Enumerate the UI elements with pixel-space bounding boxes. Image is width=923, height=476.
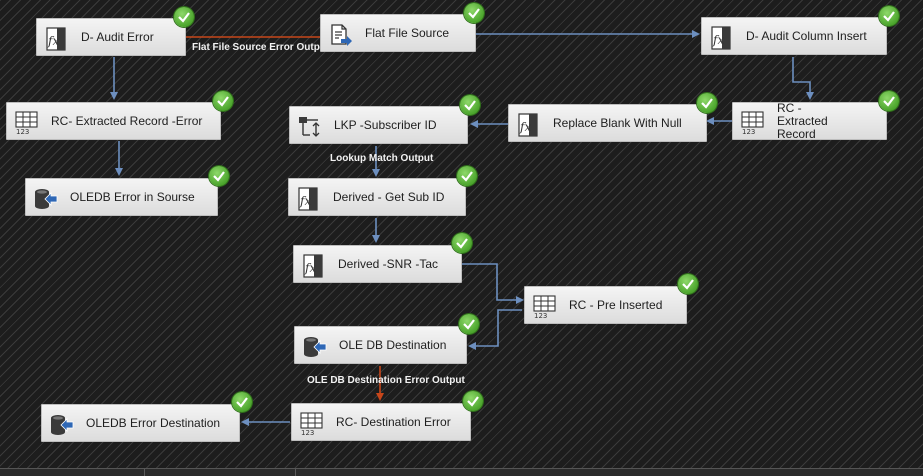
component-ole-db-destination[interactable]: OLE DB Destination (294, 326, 467, 364)
svg-text:fx: fx (304, 261, 316, 275)
derived-column-icon: fx (45, 27, 67, 51)
path-snr-to-rc-pre[interactable] (462, 263, 524, 304)
success-check-icon (174, 7, 194, 27)
tab-segment[interactable] (0, 469, 145, 476)
derived-column-icon: fx (710, 26, 732, 50)
success-check-icon (209, 166, 229, 186)
success-check-icon (879, 6, 899, 26)
success-check-icon (457, 166, 477, 186)
path-audit-insert-to-rc[interactable] (792, 57, 814, 100)
component-label: OLE DB Destination (339, 337, 447, 352)
component-label: Replace Blank With Null (553, 115, 682, 130)
component-label: OLEDB Error in Sourse (70, 189, 195, 204)
ole-db-error-output-label[interactable]: OLE DB Destination Error Output (307, 375, 465, 386)
component-label: LKP -Subscriber ID (334, 117, 437, 132)
database-destination-icon (303, 335, 327, 357)
component-label: RC - Extracted Record (777, 100, 828, 141)
component-label: Flat File Source (365, 25, 450, 40)
success-check-icon (697, 93, 717, 113)
svg-text:fx: fx (299, 194, 311, 208)
success-check-icon (459, 314, 479, 334)
database-destination-icon (50, 413, 74, 435)
component-derived-snr-tac[interactable]: fx Derived -SNR -Tac (293, 245, 462, 283)
svg-text:fx: fx (519, 120, 531, 134)
svg-text:123: 123 (534, 312, 547, 319)
derived-column-icon: fx (517, 113, 539, 137)
success-check-icon (464, 3, 484, 23)
row-count-icon: 123 (15, 111, 38, 136)
component-oledb-error-in-sourse[interactable]: OLEDB Error in Sourse (25, 178, 218, 216)
success-check-icon (879, 91, 899, 111)
component-lkp-subscriber-id[interactable]: LKP -Subscriber ID (289, 106, 468, 144)
svg-text:fx: fx (712, 33, 724, 47)
component-label: RC- Extracted Record -Error (51, 113, 203, 128)
svg-text:123: 123 (301, 429, 314, 436)
component-oledb-error-destination[interactable]: OLEDB Error Destination (41, 404, 240, 442)
row-count-icon: 123 (300, 412, 323, 437)
database-destination-icon (34, 187, 58, 209)
success-check-icon (460, 95, 480, 115)
designer-tab-strip (0, 468, 923, 476)
success-check-icon (452, 233, 472, 253)
component-flat-file-source[interactable]: Flat File Source (320, 14, 476, 52)
success-check-icon (213, 91, 233, 111)
component-replace-blank-with-null[interactable]: fx Replace Blank With Null (508, 104, 707, 142)
flat-file-error-output-label[interactable]: Flat File Source Error Output (192, 42, 330, 53)
component-d-audit-column-insert[interactable]: fx D- Audit Column Insert (701, 17, 887, 55)
component-derived-get-sub-id[interactable]: fx Derived - Get Sub ID (288, 178, 466, 216)
lookup-icon (298, 115, 320, 137)
component-label: Derived - Get Sub ID (333, 189, 445, 204)
component-label: RC - Pre Inserted (569, 297, 663, 312)
row-count-icon: 123 (741, 111, 764, 136)
component-label: OLEDB Error Destination (86, 415, 221, 430)
component-d-audit-error[interactable]: fx D- Audit Error (36, 18, 186, 56)
success-check-icon (463, 391, 483, 411)
tab-segment[interactable] (145, 469, 296, 476)
flat-file-icon (329, 23, 352, 46)
component-rc-extracted-record[interactable]: 123 RC - Extracted Record (732, 100, 887, 141)
svg-text:fx: fx (47, 34, 59, 48)
lookup-match-output-label[interactable]: Lookup Match Output (330, 153, 434, 164)
derived-column-icon: fx (297, 187, 319, 211)
component-rc-pre-inserted[interactable]: 123 RC - Pre Inserted (524, 286, 687, 324)
component-label: D- Audit Error (81, 29, 154, 44)
path-rc-pre-to-oledb[interactable] (468, 309, 522, 350)
component-rc-destination-error[interactable]: 123 RC- Destination Error (291, 403, 471, 441)
component-label: Derived -SNR -Tac (338, 256, 439, 271)
svg-text:123: 123 (742, 128, 755, 135)
row-count-icon: 123 (533, 295, 556, 320)
svg-text:123: 123 (16, 128, 29, 135)
component-rc-extracted-record-error[interactable]: 123 RC- Extracted Record -Error (6, 102, 221, 140)
derived-column-icon: fx (302, 254, 324, 278)
component-label: D- Audit Column Insert (746, 28, 867, 43)
success-check-icon (232, 392, 252, 412)
component-label: RC- Destination Error (336, 414, 451, 429)
success-check-icon (678, 274, 698, 294)
